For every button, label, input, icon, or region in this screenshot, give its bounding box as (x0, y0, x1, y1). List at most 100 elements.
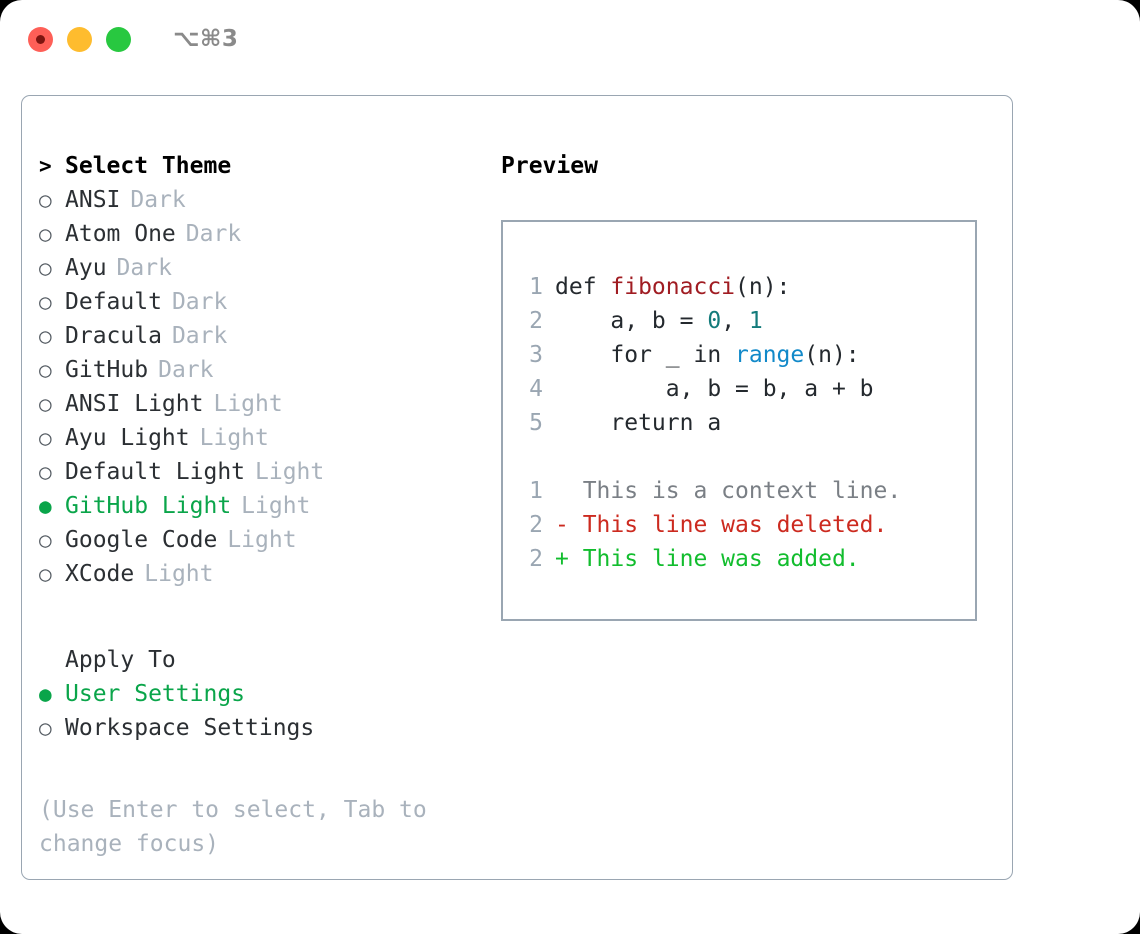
theme-option-label: Default (65, 289, 162, 315)
diff-line: 2 + This line was added. (517, 542, 975, 576)
diff-sample: 1 This is a context line.2- This line wa… (517, 474, 975, 576)
code-token: return a (555, 410, 722, 436)
theme-variant-tag: Light (241, 493, 311, 519)
apply-to-option-label: Workspace Settings (65, 715, 315, 741)
diff-text: This line was added. (568, 546, 860, 572)
theme-option-label: GitHub (65, 357, 149, 383)
code-line: 4 a, b = b, a + b (517, 372, 975, 406)
theme-option-label: GitHub Light (65, 493, 232, 519)
minimize-window-button[interactable] (67, 26, 92, 52)
theme-variant-tag: Light (213, 391, 283, 417)
radio-unselected-icon: ○ (39, 562, 52, 586)
diff-line: 1 This is a context line. (517, 474, 975, 508)
apply-to-option-user-settings[interactable]: ● User Settings (39, 677, 499, 711)
keyboard-shortcut-label: ⌥⌘3 (173, 26, 239, 52)
code-line: 1 def fibonacci(n): (517, 270, 975, 304)
code-token: def (555, 274, 611, 300)
theme-option-github-light[interactable]: ● GitHub Light Light (39, 489, 499, 523)
radio-unselected-icon: ○ (39, 222, 52, 246)
theme-option-label: Atom One (65, 221, 176, 247)
theme-variant-tag: Dark (171, 323, 228, 349)
theme-variant-tag: Light (144, 561, 214, 587)
apply-to-header: ○ Apply To (39, 643, 499, 677)
code-token: 0 (707, 308, 722, 334)
radio-unselected-icon: ○ (39, 460, 52, 484)
radio-selected-icon: ● (39, 682, 52, 706)
theme-variant-tag: Dark (171, 289, 228, 315)
code-line: 5 return a (517, 406, 975, 440)
radio-unselected-icon: ○ (39, 358, 52, 382)
code-token: 1 (748, 308, 763, 334)
line-number: 5 (529, 410, 543, 436)
diff-text: This line was deleted. (568, 512, 888, 538)
theme-option-label: Google Code (65, 527, 218, 553)
line-number: 1 (529, 274, 543, 300)
preview-title: Preview (501, 153, 598, 179)
code-token: (n): (735, 274, 791, 300)
radio-unselected-icon: ○ (39, 528, 52, 552)
theme-option-label: XCode (65, 561, 135, 587)
line-number: 2 (529, 512, 543, 538)
apply-to-indent: ○ (39, 643, 65, 677)
theme-option-label: Ayu Light (65, 425, 190, 451)
theme-option-google-code[interactable]: ○ Google Code Light (39, 523, 499, 557)
apply-to-title: Apply To (65, 647, 176, 673)
theme-option-xcode[interactable]: ○ XCode Light (39, 557, 499, 591)
theme-option-label: Default Light (65, 459, 246, 485)
radio-unselected-icon: ○ (39, 324, 52, 348)
keyboard-hint-text: (Use Enter to select, Tab to change focu… (39, 797, 441, 857)
maximize-window-button[interactable] (106, 26, 131, 52)
theme-option-default-light[interactable]: ○ Default Light Light (39, 455, 499, 489)
theme-option-github[interactable]: ○ GitHub Dark (39, 353, 499, 387)
spacer (517, 440, 975, 474)
theme-option-label: ANSI Light (65, 391, 204, 417)
theme-variant-tag: Dark (185, 221, 242, 247)
code-token: for _ in (555, 342, 736, 368)
theme-option-dracula[interactable]: ○ Dracula Dark (39, 319, 499, 353)
line-number: 3 (529, 342, 543, 368)
theme-variant-tag: Dark (158, 357, 214, 383)
code-token: a, b = (555, 308, 708, 334)
code-token: (n): (804, 342, 860, 368)
theme-option-atom-one[interactable]: ○ Atom One Dark (39, 217, 499, 251)
theme-variant-tag: Light (227, 527, 297, 553)
diff-marker: + (555, 546, 569, 572)
code-token: fibonacci (610, 274, 736, 300)
apply-to-option-label: User Settings (65, 681, 246, 707)
theme-option-label: ANSI (65, 187, 121, 213)
radio-unselected-icon: ○ (39, 188, 52, 212)
diff-text: This is a context line. (568, 478, 902, 504)
diff-marker (555, 478, 569, 504)
close-window-button[interactable] (28, 26, 53, 52)
theme-variant-tag: Light (255, 459, 325, 485)
title-bar: ⌥⌘3 (0, 0, 1140, 78)
radio-unselected-icon: ○ (39, 716, 52, 740)
apply-to-options: ● User Settings ○ Workspace Settings (39, 677, 499, 745)
code-token: range (735, 342, 805, 368)
theme-variant-tag: Dark (116, 255, 172, 281)
line-number: 2 (529, 546, 543, 572)
diff-line: 2- This line was deleted. (517, 508, 975, 542)
line-number: 1 (529, 478, 543, 504)
theme-option-label: Dracula (65, 323, 162, 349)
select-theme-header: > Select Theme (39, 149, 499, 183)
radio-selected-icon: ● (39, 494, 52, 518)
radio-unselected-icon: ○ (39, 392, 52, 416)
traffic-light-group (28, 26, 131, 52)
line-number: 4 (529, 376, 543, 402)
code-token: a, b = b, a + b (555, 376, 874, 402)
apply-to-option-workspace-settings[interactable]: ○ Workspace Settings (39, 711, 499, 745)
spacer (39, 591, 499, 643)
radio-unselected-icon: ○ (39, 426, 52, 450)
theme-option-ansi-light[interactable]: ○ ANSI Light Light (39, 387, 499, 421)
